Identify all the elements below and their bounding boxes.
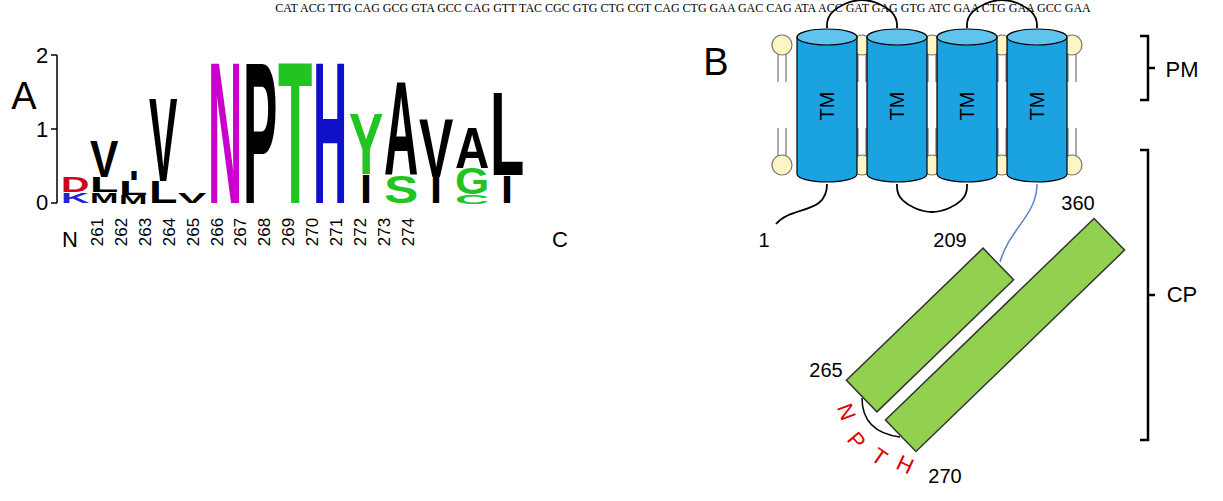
logo-letter: M: [90, 191, 118, 205]
compartment-label: PM: [1166, 59, 1199, 81]
logo-letter: M: [119, 193, 147, 205]
dna-sequence: CAT ACG TTG CAG GCG GTA GCC CAG GTT TAC …: [275, 2, 1091, 14]
residue-number: 209: [933, 230, 966, 250]
cylinder-body: [867, 37, 927, 182]
axis-tick-label: 0: [36, 192, 48, 214]
position-number: 268: [256, 218, 273, 246]
axis-tick-label: 2: [36, 45, 48, 67]
logo-letter: I: [360, 168, 372, 209]
cylinder-body: [937, 37, 997, 182]
position-number: 272: [351, 218, 368, 246]
panel-label: A: [11, 77, 36, 115]
position-number: 261: [89, 218, 106, 246]
n-terminus-chain: [776, 184, 827, 224]
tm-helix: TM: [796, 28, 858, 184]
residue-number: 1: [758, 230, 769, 250]
tm-helix: TM: [866, 28, 928, 184]
logo-letter: L: [149, 177, 177, 208]
panel-label: B: [703, 43, 728, 81]
motif-letter: P: [843, 428, 869, 453]
motif-letter: H: [893, 452, 917, 479]
residue-number: 360: [1061, 193, 1094, 213]
logo-letter: N: [208, 32, 242, 234]
lipid-head: [772, 35, 792, 55]
helix-label: TM: [956, 92, 978, 121]
position-number: 267: [232, 218, 249, 246]
position-number: 266: [208, 218, 225, 246]
tm-helix: TM: [936, 28, 998, 184]
linker-chain: [1000, 184, 1037, 262]
cylinder-body: [1007, 37, 1067, 182]
helix-label: TM: [1026, 92, 1048, 121]
position-number: 263: [136, 218, 153, 246]
terminus-label: N: [62, 229, 78, 251]
terminus-label: C: [552, 229, 568, 251]
motif-loop: [862, 398, 900, 437]
position-number: 265: [184, 218, 201, 246]
motif-letter: T: [867, 444, 891, 470]
helix-label: TM: [886, 92, 908, 121]
logo-letter: C: [455, 193, 489, 205]
logo-letter: S: [384, 170, 418, 209]
position-number: 264: [160, 218, 177, 246]
residue-number: 265: [809, 360, 842, 380]
position-number: 274: [399, 218, 416, 246]
lipid-head: [772, 155, 792, 175]
position-number: 271: [328, 218, 345, 246]
position-number: 269: [280, 218, 297, 246]
compartment-label: CP: [1167, 284, 1198, 306]
logo-letter: T: [278, 32, 312, 234]
residue-number: 270: [928, 466, 961, 486]
position-number: 270: [304, 218, 321, 246]
axis-tick-label: 1: [36, 119, 48, 141]
cylinder-cap: [1007, 29, 1067, 45]
logo-letter: V: [178, 191, 206, 205]
tm-helix: TM: [1006, 28, 1068, 184]
bracket: [1140, 36, 1155, 100]
helix-label: TM: [816, 92, 838, 121]
position-number: 262: [112, 218, 129, 246]
logo-letter: H: [313, 32, 347, 234]
cylinder-cap: [937, 29, 997, 45]
cylinder-body: [797, 37, 857, 182]
loop-connector: [897, 184, 967, 212]
helix-block: [885, 218, 1124, 451]
cylinder-cap: [867, 29, 927, 45]
logo-letter: P: [243, 32, 277, 234]
logo-axis: [51, 55, 57, 203]
logo-letter: I: [501, 170, 513, 209]
logo-letter: I: [430, 172, 442, 208]
motif-letter: N: [833, 401, 859, 423]
position-number: 273: [375, 218, 392, 246]
bracket: [1140, 150, 1155, 440]
logo-letter: K: [61, 191, 89, 205]
cylinder-cap: [797, 29, 857, 45]
